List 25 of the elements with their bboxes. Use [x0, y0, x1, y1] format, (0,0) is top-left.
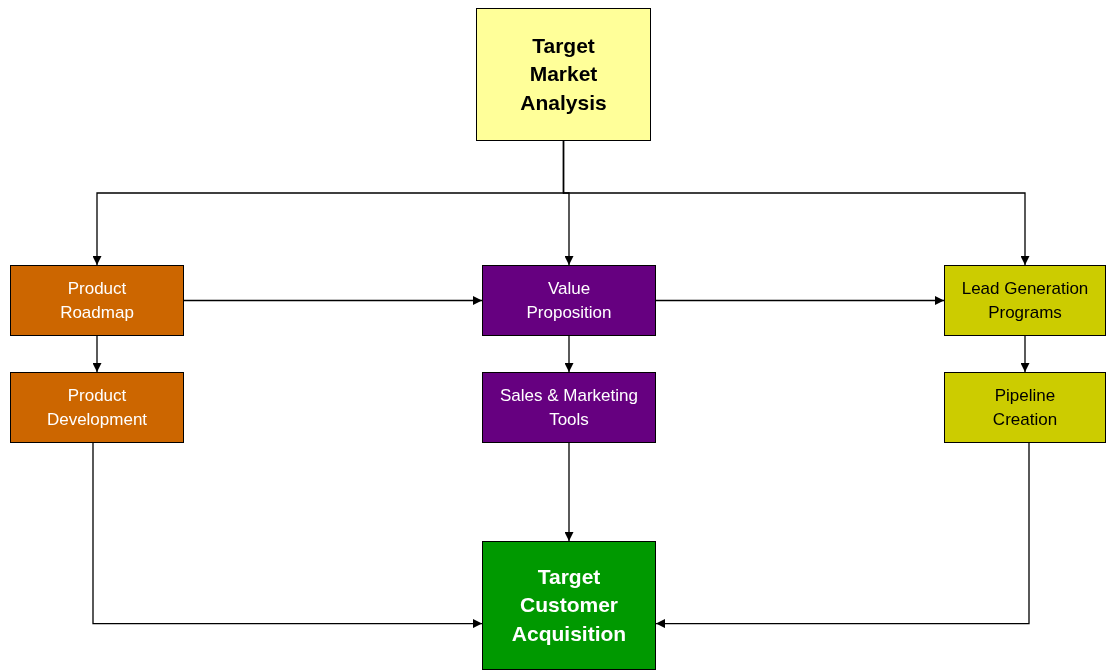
box-label: Value Proposition — [525, 277, 613, 324]
box-label: Target Customer Acquisition — [510, 564, 628, 647]
box-label: Product Roadmap — [59, 277, 135, 324]
box-label: Pipeline Creation — [991, 384, 1059, 431]
process-box — [476, 8, 651, 141]
arrow — [655, 442, 1030, 629]
box-label: Lead Generation Programs — [960, 277, 1090, 324]
arrow — [562, 140, 1030, 266]
arrow — [1020, 335, 1030, 373]
arrow — [564, 335, 574, 373]
arrow — [92, 335, 102, 373]
box-label: Sales & Marketing Tools — [499, 384, 639, 431]
box-label: Target Market Analysis — [519, 33, 608, 116]
process-box — [944, 372, 1106, 443]
box-label: Product Development — [45, 384, 149, 431]
arrow — [92, 442, 483, 629]
arrow — [564, 442, 574, 542]
process-box — [482, 541, 656, 670]
process-box — [482, 372, 656, 443]
process-box — [482, 265, 656, 336]
process-box — [10, 372, 184, 443]
process-box — [944, 265, 1106, 336]
arrow — [183, 296, 483, 305]
process-box — [10, 265, 184, 336]
arrow — [655, 296, 945, 305]
